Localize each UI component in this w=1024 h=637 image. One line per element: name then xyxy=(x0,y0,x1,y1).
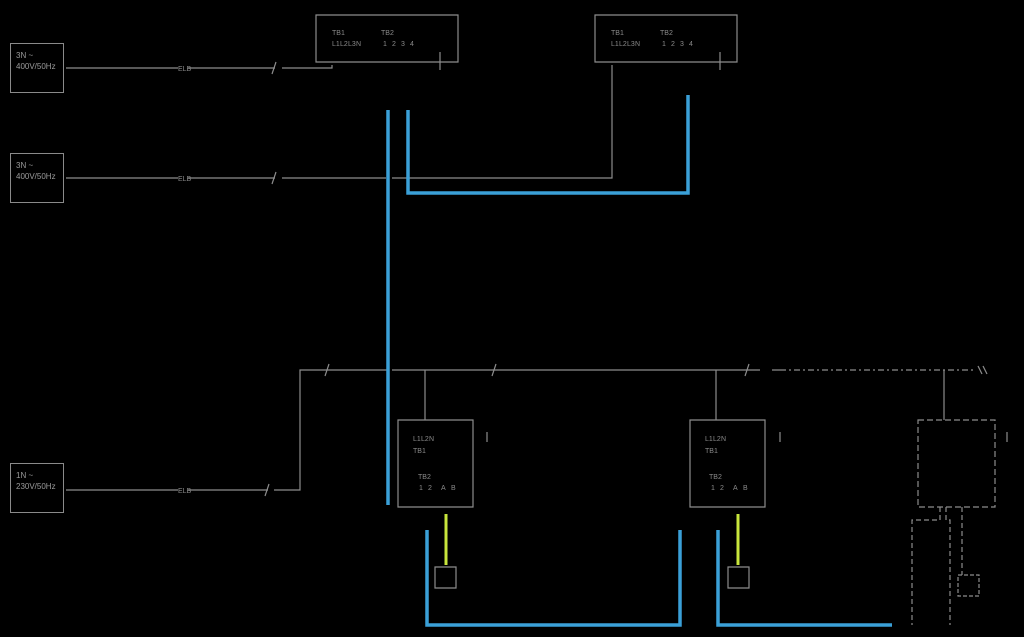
odu2-tb2-1: 1 xyxy=(662,41,666,48)
supply-box-2: 3N ~ 400V/50Hz xyxy=(10,153,64,203)
idu2-tb1: TB1 xyxy=(705,448,718,455)
supply-voltage: 230V/50Hz xyxy=(16,482,56,491)
indoor-unit-box-3 xyxy=(917,419,996,508)
idu2-tb1-l2: L2 xyxy=(713,436,721,443)
odu1-tb1-n: N xyxy=(356,41,361,48)
odu2-tb1-l2: L2 xyxy=(619,41,627,48)
idu1-tb2: TB2 xyxy=(418,474,431,481)
odu1-tb2: TB2 xyxy=(381,30,394,37)
outdoor-unit-box-2 xyxy=(594,14,738,63)
remote-box-3 xyxy=(957,574,980,597)
odu1-tb1-l2: L2 xyxy=(340,41,348,48)
breaker-label-1: ELB xyxy=(178,66,192,73)
transmission-line-indoor xyxy=(425,530,892,627)
odu1-tb2-2: 2 xyxy=(392,41,396,48)
odu2-tb2-4: 4 xyxy=(689,41,693,48)
indoor-unit-box-2 xyxy=(689,419,766,508)
odu1-tb1-l1: L1 xyxy=(332,41,340,48)
idu2-tb2-2: 2 xyxy=(720,485,724,492)
idu2-tb1-l1: L1 xyxy=(705,436,713,443)
supply-box-1: 3N ~ 400V/50Hz xyxy=(10,43,64,93)
idu1-tb1-l2: L2 xyxy=(421,436,429,443)
transmission-line-outdoor xyxy=(406,95,690,195)
remote-box-1 xyxy=(434,566,457,589)
odu2-tb1: TB1 xyxy=(611,30,624,37)
ground-links xyxy=(439,52,1008,442)
idu1-tb2-a: A xyxy=(441,485,446,492)
idu1-tb1-l1: L1 xyxy=(413,436,421,443)
idu2-tb2: TB2 xyxy=(709,474,722,481)
remote-box-2 xyxy=(727,566,750,589)
breaker-label-2: ELB xyxy=(178,176,192,183)
supply-box-3: 1N ~ 230V/50Hz xyxy=(10,463,64,513)
odu2-tb2-3: 3 xyxy=(680,41,684,48)
odu2-tb2-2: 2 xyxy=(671,41,675,48)
supply-voltage: 400V/50Hz xyxy=(16,62,56,71)
idu2-tb2-b: B xyxy=(743,485,748,492)
odu2-tb1-l3: L3 xyxy=(627,41,635,48)
outdoor-unit-box-1 xyxy=(315,14,459,63)
idu1-tb1-n: N xyxy=(429,436,434,443)
odu2-tb1-l1: L1 xyxy=(611,41,619,48)
odu1-tb2-4: 4 xyxy=(410,41,414,48)
idu1-tb2-b: B xyxy=(451,485,456,492)
idu1-tb2-2: 2 xyxy=(428,485,432,492)
breaker-ticks xyxy=(264,61,988,497)
idu1-tb1: TB1 xyxy=(413,448,426,455)
idu2-tb2-1: 1 xyxy=(711,485,715,492)
idu2-tb2-a: A xyxy=(733,485,738,492)
odu1-tb1-l3: L3 xyxy=(348,41,356,48)
odu1-tb2-1: 1 xyxy=(383,41,387,48)
odu2-tb1-n: N xyxy=(635,41,640,48)
supply-line-2 xyxy=(66,65,613,179)
supply-line-1 xyxy=(66,65,333,69)
supply-line-3 xyxy=(66,369,780,491)
breaker-label-3: ELB xyxy=(178,488,192,495)
dashed-return xyxy=(911,507,963,625)
supply-voltage: 400V/50Hz xyxy=(16,172,56,181)
supply-phase: 1N ~ xyxy=(16,471,34,480)
indoor-unit-box-1 xyxy=(397,419,474,508)
supply-phase: 3N ~ xyxy=(16,161,34,170)
idu1-tb2-1: 1 xyxy=(419,485,423,492)
odu1-tb2-3: 3 xyxy=(401,41,405,48)
odu2-tb2: TB2 xyxy=(660,30,673,37)
supply-phase: 3N ~ xyxy=(16,51,34,60)
idu2-tb1-n: N xyxy=(721,436,726,443)
odu1-tb1: TB1 xyxy=(332,30,345,37)
indoor-drops xyxy=(424,370,945,420)
